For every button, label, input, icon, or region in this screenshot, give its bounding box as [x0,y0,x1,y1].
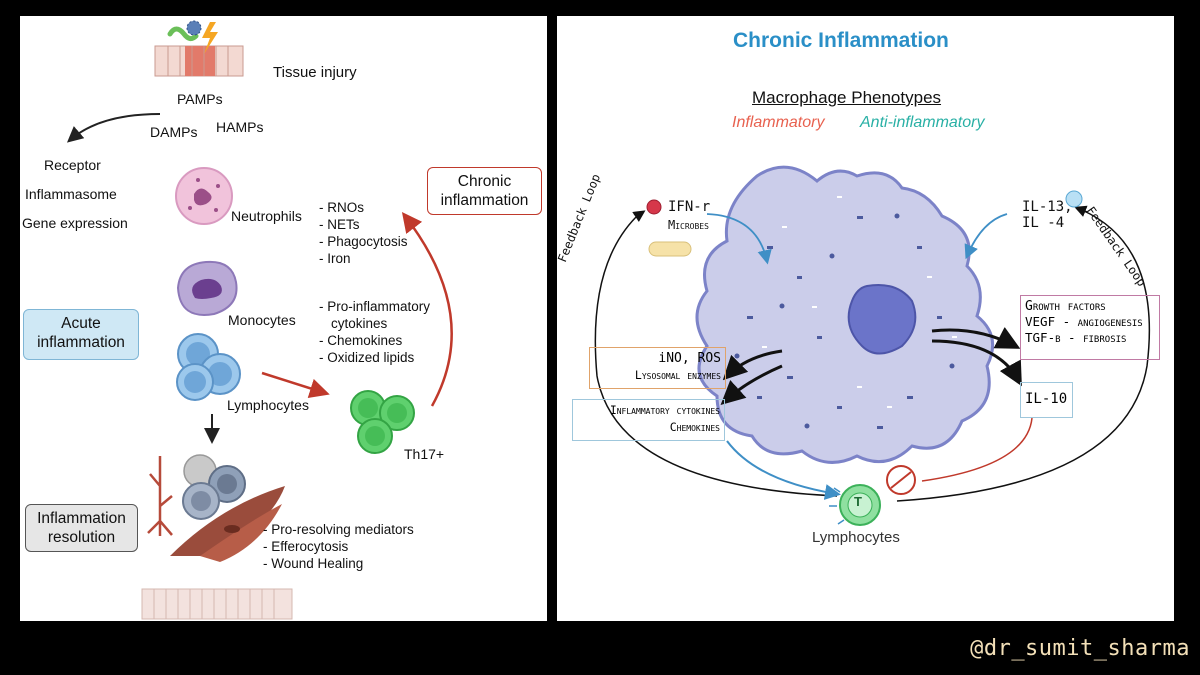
il10-box: IL-10 [1020,382,1073,418]
inflammatory-label: Inflammatory [732,114,825,131]
left-panel: Tissue injury PAMPs DAMPs HAMPs Receptor… [20,16,547,621]
resolution-label: Inflammation [37,510,126,527]
lymphocytes-icon [176,333,241,401]
monocyte-products-list: - Pro-inflammatory cytokines - Chemokine… [319,298,430,366]
lysosomal-label: Lysosomal enzymes [634,368,721,382]
inflammation-resolution-box: Inflammation resolution [25,504,138,552]
growth-factors-box: Growth factors VEGF - angiogenesis TGF-β… [1020,295,1160,360]
il10-label: IL-10 [1025,391,1068,407]
inflammatory-cytokines-label: Inflammatory cytokines [609,403,720,417]
page-title: Chronic Inflammation [733,29,949,52]
macrophage-icon [695,165,995,464]
acute-label-2: inflammation [37,334,125,351]
feedback-loop-right-path [896,209,1151,502]
chronic-inflammation-box: Chronic inflammation [427,167,542,215]
th17-to-chronic-arrow [401,212,453,407]
feedback-loop-left-path [594,215,838,497]
acute-inflammation-box: Acute inflammation [23,309,139,360]
th17-icon [350,390,415,454]
ino-ros-box: iNO, ROS Lysosomal enzymes [589,347,726,389]
il13-label: IL-13, [1022,199,1073,215]
list-item: - RNOs [319,200,364,215]
phenotypes-heading: Macrophage Phenotypes [752,88,942,107]
receptor-label: Receptor [44,157,101,173]
ino-ros-label: iNO, ROS [658,351,721,366]
resolution-label-2: resolution [47,529,116,546]
list-item: - NETs [319,217,360,232]
t-cell-label: T [854,494,862,509]
ifn-label: IFN-r [668,199,711,215]
list-item: - Wound Healing [263,556,364,571]
neutrophils-label: Neutrophils [231,208,302,224]
epithelium-icon [141,588,293,620]
left-diagram-graphics [66,20,453,620]
pamp-to-receptor-arrow [66,113,161,143]
il13-ball-icon [1065,190,1083,208]
lymph-to-th17-arrow [261,371,330,398]
right-diagram-graphics [594,165,1151,526]
lymphocytes-label: Lymphocytes [227,397,309,413]
th17-label: Th17+ [404,446,445,462]
list-item: - Pro-inflammatory [319,299,431,314]
tissue-injury-label: Tissue injury [273,64,357,81]
list-item: - Phagocytosis [319,234,408,249]
growth-factors-label: Growth factors [1025,299,1106,314]
tgf-label: TGF-β - fibrosis [1025,330,1127,345]
lymphocytes-bottom-label: Lymphocytes [812,529,900,546]
list-item: - Oxidized lipids [319,350,415,365]
ifn-ball-icon [646,199,662,215]
t-lymphocyte-icon [829,484,881,526]
inflammasome-label: Inflammasome [25,186,117,202]
chronic-label: Chronic [457,173,512,190]
list-item: - Chemokines [319,333,403,348]
gene-expression-label: Gene expression [22,215,128,231]
pamps-label: PAMPs [177,91,223,107]
right-panel: Chronic Inflammation Macrophage Phenotyp… [557,16,1174,621]
chemokines-label: Chemokines [669,420,720,434]
resolution-icon [147,454,285,562]
list-item: - Efferocytosis [263,539,349,554]
resolution-items-list: - Pro-resolving mediators - Efferocytosi… [263,521,414,572]
microbes-label: Microbes [668,218,709,232]
anti-inflammatory-label: Anti-inflammatory [860,114,985,131]
damps-label: DAMPs [150,124,198,140]
il4-label: IL -4 [1022,215,1065,231]
monocyte-icon [176,260,238,316]
list-item: - Iron [319,251,351,266]
watermark: @dr_sumit_sharma [970,636,1190,661]
vegf-label: VEGF - angiogenesis [1025,314,1143,329]
monocytes-label: Monocytes [228,312,296,328]
hamps-label: HAMPs [216,119,264,135]
cytokines-box: Inflammatory cytokines Chemokines [572,399,725,441]
neutrophil-products-list: - RNOs - NETs - Phagocytosis - Iron [319,199,408,267]
acute-label: Acute [61,315,101,332]
neutrophil-icon [175,167,233,225]
list-item: cytokines [331,316,388,331]
chronic-label-2: inflammation [440,192,529,209]
list-item: - Pro-resolving mediators [263,522,414,537]
microbe-icon [648,241,692,257]
tissue-injury-icon [154,20,244,77]
